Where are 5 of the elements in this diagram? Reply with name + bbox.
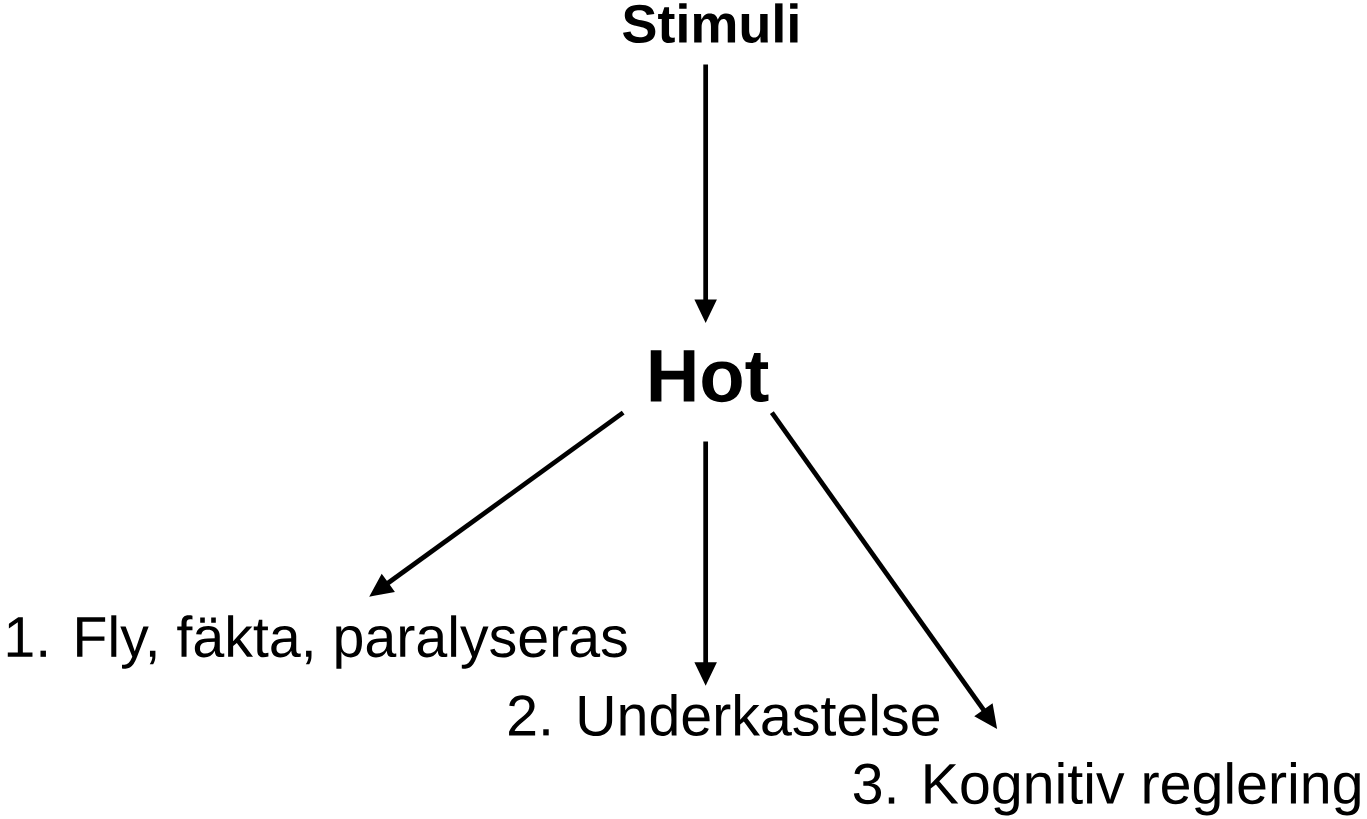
node-label: Stimuli	[623, 3, 798, 44]
node-label: 1. Fly, fäkta, paralyseras	[7, 615, 627, 669]
node-label: 3. Kognitiv reglering	[853, 762, 1360, 816]
node-label: 2. Underkastelse	[509, 693, 939, 737]
node-label: Hot	[650, 350, 769, 403]
